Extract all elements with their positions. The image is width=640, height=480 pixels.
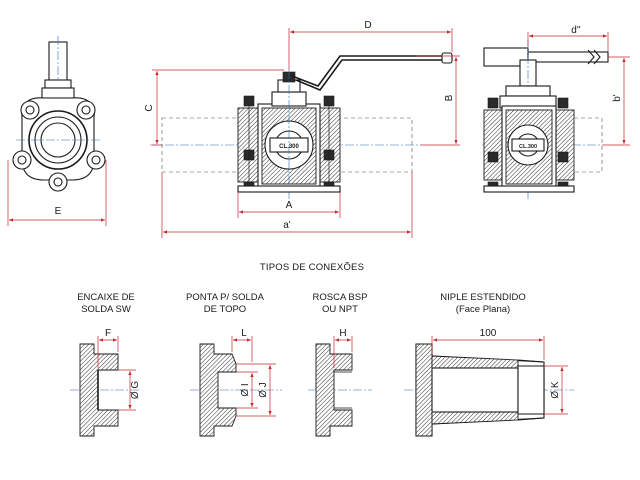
connection-4-line2: (Face Plana) (456, 304, 510, 315)
connection-2-line1: PONTA P/ SOLDA (186, 292, 265, 303)
dimension-e: E (55, 206, 62, 217)
connection-threaded (308, 336, 372, 437)
dimension-b: B (444, 94, 455, 101)
connection-butt-weld (190, 336, 282, 437)
dimension-c: C (144, 104, 155, 111)
dimension-i: Ø I (240, 383, 251, 396)
dimension-h: H (339, 328, 346, 339)
connection-socket-weld (70, 336, 140, 437)
dimension-l: L (241, 328, 247, 339)
end-view (7, 36, 107, 226)
section-title: TIPOS DE CONEXÕES (260, 262, 364, 273)
dimension-k: Ø K (550, 381, 561, 399)
connection-2-line2: DE TOPO (204, 304, 246, 315)
dimension-100: 100 (480, 328, 497, 339)
connection-extended-nipple (404, 336, 574, 437)
dimension-d-double-prime: d'' (571, 25, 580, 36)
connection-3-line2: OU NPT (322, 304, 358, 315)
connection-4-line1: NIPLE ESTENDIDO (440, 292, 526, 303)
dimension-a: A (286, 200, 293, 211)
connection-1-line1: ENCAIXE DE (77, 292, 135, 303)
dimension-g: Ø G (130, 381, 141, 400)
connection-1-line2: SOLDA SW (81, 304, 131, 315)
dimension-d: D (364, 20, 371, 31)
dimension-a-prime: a' (283, 220, 291, 231)
t-handle-view (482, 32, 630, 200)
dimension-j: Ø J (258, 382, 269, 398)
dimension-f: F (105, 328, 111, 339)
body-label: CL.300 (279, 144, 299, 150)
side-view (150, 28, 460, 238)
dimension-b-prime: b' (612, 94, 623, 102)
connection-3-line1: ROSCA BSP (313, 292, 368, 303)
body-label-2: CL.300 (519, 144, 537, 150)
